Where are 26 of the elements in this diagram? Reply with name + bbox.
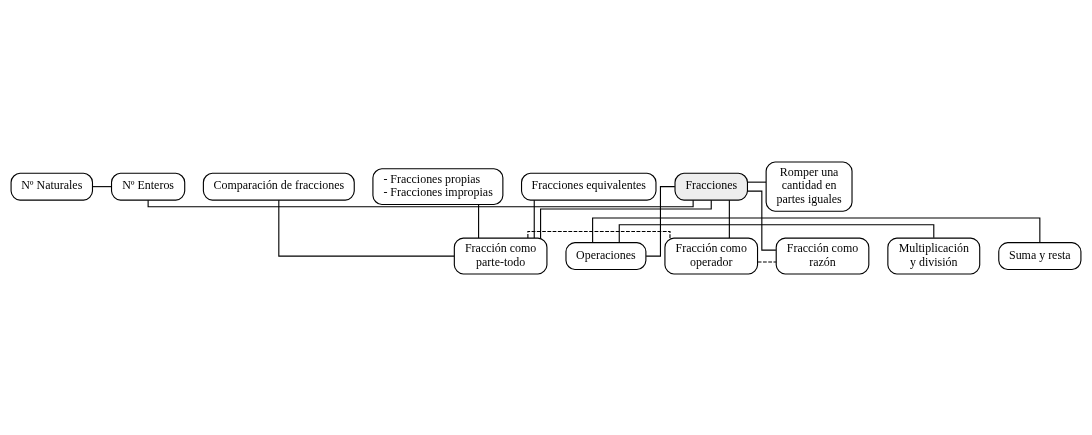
connector bbox=[278, 199, 455, 257]
connector bbox=[757, 261, 777, 263]
node-box: Nº Naturales bbox=[10, 172, 94, 201]
connector bbox=[747, 181, 767, 183]
node-box: Nº Enteros bbox=[110, 172, 186, 201]
connector bbox=[533, 199, 535, 238]
connector bbox=[728, 199, 730, 238]
connector bbox=[592, 216, 1041, 243]
connector bbox=[478, 203, 480, 238]
connector bbox=[618, 223, 935, 243]
node-box: - Fracciones propias - Fracciones impropias bbox=[372, 167, 504, 205]
node-box: Operaciones bbox=[565, 241, 647, 270]
node-box: Comparación de fracciones bbox=[202, 172, 355, 201]
connector bbox=[540, 199, 712, 239]
node-box: Fracciones bbox=[674, 172, 748, 201]
node-box: Fracción como operador bbox=[664, 237, 759, 275]
connector bbox=[527, 230, 671, 238]
node-box: Suma y resta bbox=[998, 241, 1082, 270]
connector bbox=[147, 199, 694, 207]
connector bbox=[746, 190, 777, 251]
node-box: Fracción como parte-todo bbox=[453, 237, 548, 275]
node-box: Fracción como razón bbox=[775, 237, 870, 275]
connector bbox=[92, 185, 113, 187]
node-box: Fracciones equivalentes bbox=[521, 172, 657, 201]
node-box: Romper una cantidad en partes iguales bbox=[765, 160, 853, 212]
node-box: Multiplicación y división bbox=[887, 237, 981, 275]
